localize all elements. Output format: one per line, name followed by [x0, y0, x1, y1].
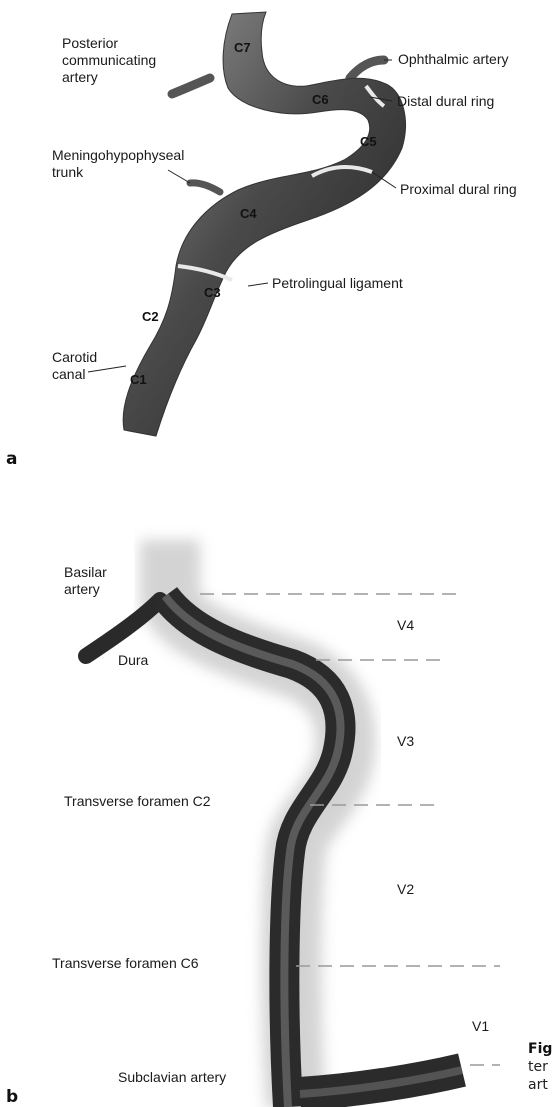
label-basilar-artery: Basilar artery: [64, 564, 111, 597]
ophthalmic-branch: [350, 60, 384, 78]
leader-mht: [168, 170, 190, 183]
segment-c4: C4: [240, 206, 257, 221]
label-dura: Dura: [118, 652, 149, 668]
segment-c6: C6: [312, 92, 329, 107]
caption-fig: Fig: [528, 1041, 552, 1057]
segment-v4: V4: [397, 617, 414, 633]
segment-c7: C7: [234, 40, 251, 55]
segment-c2: C2: [142, 309, 159, 324]
label-ophthalmic-artery: Ophthalmic artery: [398, 51, 508, 67]
leader-petrolingual: [248, 283, 268, 286]
segment-v1: V1: [472, 1018, 489, 1034]
label-transverse-foramen-c6: Transverse foramen C6: [52, 955, 199, 971]
segment-c1: C1: [130, 372, 147, 387]
dura-branch: [86, 600, 160, 656]
label-pcom: Posterior communicating artery: [62, 35, 160, 85]
caption-fragment: Fig ter art: [528, 1041, 552, 1093]
panel-b: Basilar artery Dura Transverse foramen C…: [6, 504, 500, 1107]
label-transverse-foramen-c2: Transverse foramen C2: [64, 793, 211, 809]
segment-v3: V3: [397, 733, 414, 749]
caption-line-2: ter: [528, 1059, 548, 1075]
mht-branch: [190, 183, 220, 192]
panel-letter-b: b: [6, 1087, 18, 1107]
segment-c5: C5: [360, 134, 377, 149]
leader-carotid-canal: [88, 366, 126, 372]
label-proximal-dural-ring: Proximal dural ring: [400, 181, 517, 197]
internal-carotid-artery: [123, 12, 405, 436]
label-subclavian-artery: Subclavian artery: [118, 1069, 226, 1085]
caption-line-3: art: [528, 1077, 548, 1093]
label-distal-dural-ring: Distal dural ring: [397, 93, 494, 109]
segment-v2: V2: [397, 881, 414, 897]
panel-letter-a: a: [6, 449, 17, 469]
segment-c3: C3: [204, 285, 221, 300]
label-carotid-canal: Carotid canal: [52, 349, 101, 382]
panel-a: Posterior communicating artery Ophthalmi…: [6, 12, 517, 469]
pcom-branch: [172, 78, 210, 94]
label-petrolingual-ligament: Petrolingual ligament: [272, 275, 403, 291]
label-meningohypophyseal-trunk: Meningohypophyseal trunk: [52, 147, 188, 180]
